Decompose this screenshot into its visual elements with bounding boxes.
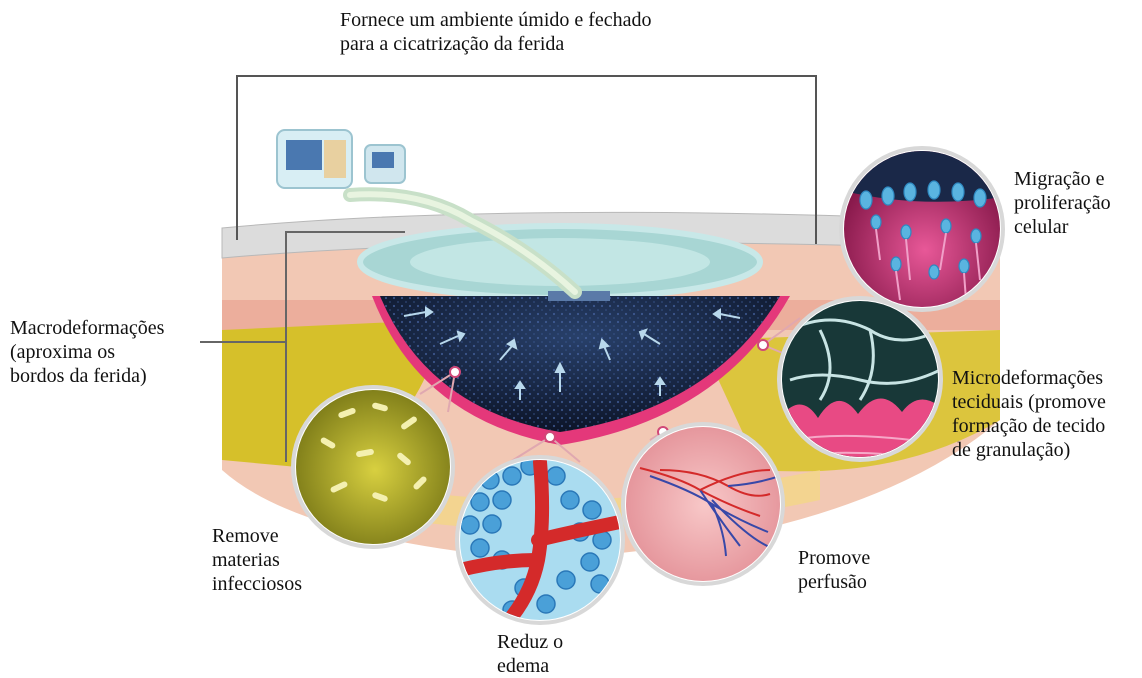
label-cell-migration: Migração e proliferação celular: [1014, 167, 1111, 239]
vac-device-icon: [277, 130, 405, 188]
label-moist-environment: Fornece um ambiente úmido e fechado para…: [340, 8, 652, 56]
label-microdeformations: Microdeformações teciduais (promove form…: [952, 366, 1106, 462]
label-macrodeformations: Macrodeformações (aproxima os bordos da …: [10, 316, 164, 388]
label-remove-infectious: Remove materias infecciosos: [212, 524, 302, 596]
label-perfusion: Promove perfusão: [798, 546, 870, 594]
label-reduce-edema: Reduz o edema: [497, 630, 563, 678]
